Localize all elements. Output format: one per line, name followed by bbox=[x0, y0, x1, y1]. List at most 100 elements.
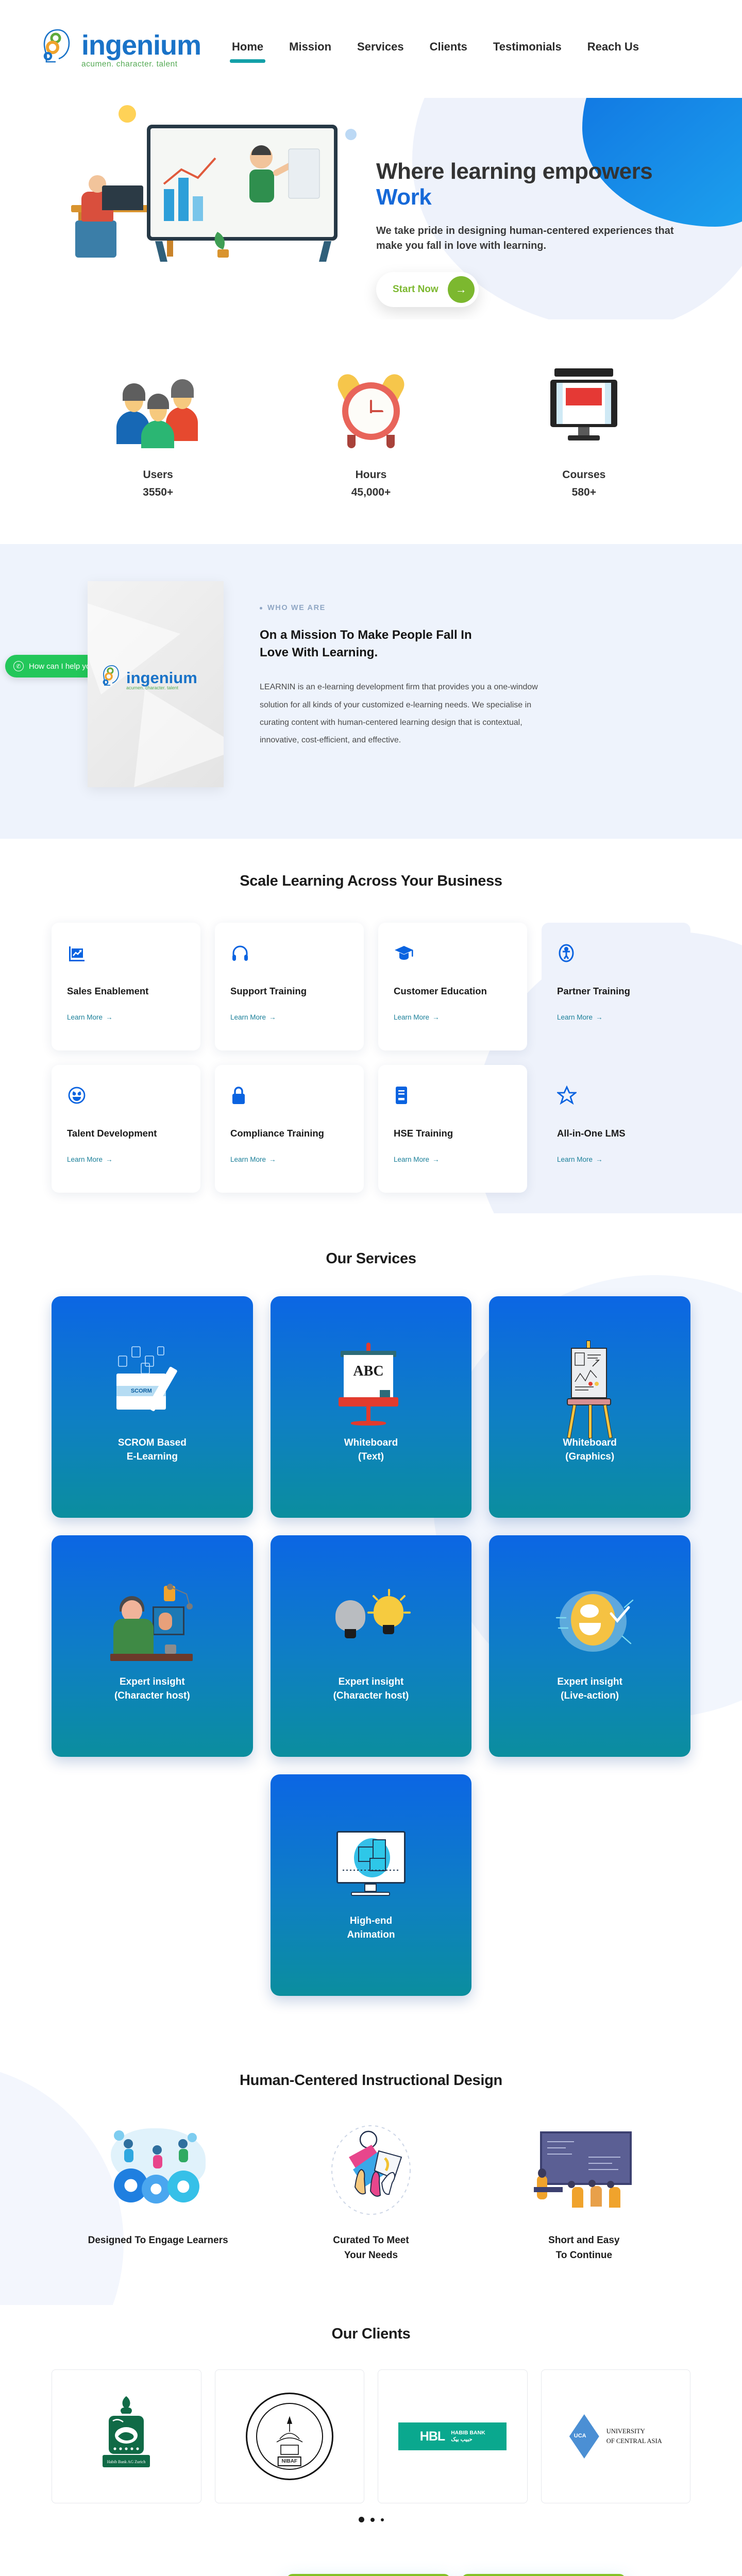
scale-card-all-in-one-lms[interactable]: All-in-One LMS Learn More→ bbox=[542, 1065, 690, 1193]
scale-learning-section: Scale Learning Across Your Business Sale… bbox=[0, 839, 742, 1213]
nav-item-clients[interactable]: Clients bbox=[429, 40, 467, 53]
who-eyebrow: WHO WE ARE bbox=[260, 604, 589, 612]
stat-users: Users 3550+ bbox=[81, 339, 235, 499]
service-card-expert-insight-live[interactable]: Expert insight(Live-action) bbox=[489, 1535, 690, 1757]
hero-subtitle: We take pride in designing human-centere… bbox=[376, 225, 674, 251]
nav-item-testimonials[interactable]: Testimonials bbox=[493, 40, 562, 53]
scale-card-customer-education[interactable]: Customer Education Learn More→ bbox=[378, 923, 527, 1050]
ingenium-head-gears-icon bbox=[40, 27, 77, 71]
carousel-dot-3[interactable] bbox=[380, 2518, 384, 2521]
uca-mark: UCA bbox=[574, 2433, 586, 2439]
arrow-right-icon: → bbox=[269, 1155, 276, 1163]
scale-card-title: Talent Development bbox=[67, 1128, 157, 1139]
scorm-art-icon: SCORM bbox=[103, 1341, 201, 1423]
clients-carousel-dots[interactable] bbox=[52, 2517, 690, 2522]
learn-more-link[interactable]: Learn More→ bbox=[67, 1155, 113, 1163]
carousel-dot-2[interactable] bbox=[370, 2517, 375, 2522]
learn-more-link[interactable]: Learn More→ bbox=[557, 1013, 603, 1021]
arrow-right-icon: → bbox=[447, 276, 475, 303]
logo-tagline: acumen. character. talent bbox=[81, 60, 178, 69]
graduation-cap-icon bbox=[394, 943, 512, 966]
scale-card-title: Support Training bbox=[230, 986, 307, 996]
headphones-icon bbox=[230, 943, 348, 966]
character-animation-art-icon bbox=[103, 1580, 201, 1662]
who-paragraph: LEARNIN is an e-learning development fir… bbox=[260, 683, 538, 745]
nibaf-seal-icon: NIBAF bbox=[245, 2393, 333, 2480]
learn-more-link[interactable]: Learn More→ bbox=[230, 1155, 276, 1163]
nav-item-home[interactable]: Home bbox=[230, 13, 266, 84]
scale-card-sales-enablement[interactable]: Sales Enablement Learn More→ bbox=[52, 923, 200, 1050]
nav-item-reach-us[interactable]: Reach Us bbox=[587, 40, 639, 53]
learn-more-link[interactable]: Learn More→ bbox=[557, 1155, 603, 1163]
hero-title-highlight: Work bbox=[376, 184, 432, 210]
blog-card-hasanain[interactable]: Hasanain R. BadamiOn Medium Read More bbox=[286, 2574, 450, 2576]
learn-more-link[interactable]: Learn More→ bbox=[394, 1013, 440, 1021]
arrow-right-icon: → bbox=[596, 1013, 603, 1021]
scale-card-partner-training[interactable]: Partner Training Learn More→ bbox=[542, 923, 690, 1050]
clients-logo-grid: Habib Bank AG Zurich NIBAF bbox=[52, 2369, 690, 2503]
nav-links: Home Mission Services Clients Testimonia… bbox=[230, 0, 641, 98]
scale-card-hse-training[interactable]: HSE Training Learn More→ bbox=[378, 1065, 527, 1193]
who-image-logo: ingenium acumen. character. talent bbox=[101, 664, 197, 690]
client-logo-uca[interactable]: UCA UNIVERSITY OF CENTRAL ASIA bbox=[541, 2369, 690, 2503]
coin-face-art-icon bbox=[541, 1580, 639, 1662]
stat-value: 3550+ bbox=[143, 486, 174, 498]
hcid-section-title: Human-Centered Instructional Design bbox=[240, 2072, 502, 2089]
whatsapp-icon: ✆ bbox=[13, 661, 24, 671]
clients-section-title: Our Clients bbox=[331, 2326, 411, 2342]
book-icon bbox=[394, 1086, 512, 1108]
scale-card-compliance-training[interactable]: Compliance Training Learn More→ bbox=[215, 1065, 364, 1193]
learn-more-link[interactable]: Learn More→ bbox=[394, 1155, 440, 1163]
accessibility-icon bbox=[557, 943, 675, 966]
stat-label: Courses bbox=[562, 469, 606, 481]
monitor-course-icon bbox=[507, 339, 661, 448]
carousel-dot-1[interactable] bbox=[358, 2517, 364, 2522]
whiteboard-graphics-art-icon bbox=[541, 1341, 639, 1439]
who-heading: On a Mission To Make People Fall In Love… bbox=[260, 628, 472, 659]
who-eyebrow-label: WHO WE ARE bbox=[267, 604, 326, 612]
learn-more-link[interactable]: Learn More→ bbox=[230, 1013, 276, 1021]
who-we-are-image: ingenium acumen. character. talent bbox=[88, 581, 224, 787]
client-logo-nibaf[interactable]: NIBAF bbox=[214, 2369, 364, 2503]
people-icon bbox=[81, 339, 235, 448]
scale-card-title: Compliance Training bbox=[230, 1128, 324, 1139]
blog-card-rajlain[interactable]: Rajlain H. QaziOn Medium Read More bbox=[462, 2574, 626, 2576]
scale-card-support-training[interactable]: Support Training Learn More→ bbox=[215, 923, 364, 1050]
scale-card-talent-development[interactable]: Talent Development Learn More→ bbox=[52, 1065, 200, 1193]
uca-logo-icon: UCA UNIVERSITY OF CENTRAL ASIA bbox=[569, 2414, 662, 2459]
learn-more-link[interactable]: Learn More→ bbox=[67, 1013, 113, 1021]
client-logo-habib-bank-ag-zurich[interactable]: Habib Bank AG Zurich bbox=[52, 2369, 201, 2503]
service-card-whiteboard-graphics[interactable]: Whiteboard(Graphics) bbox=[489, 1296, 690, 1518]
bullet-dot-icon bbox=[260, 606, 262, 609]
service-card-label: Expert insight(Character host) bbox=[333, 1676, 409, 1701]
arrow-right-icon: → bbox=[432, 1155, 440, 1163]
nav-item-services[interactable]: Services bbox=[357, 40, 404, 53]
hero-start-now-button[interactable]: Start Now → bbox=[376, 272, 479, 307]
hero-section: Where learning empowers Work We take pri… bbox=[0, 98, 742, 319]
scale-card-title: Customer Education bbox=[394, 986, 487, 996]
service-card-character-animation[interactable]: Expert insight(Character host) bbox=[52, 1535, 253, 1757]
nav-item-mission[interactable]: Mission bbox=[289, 40, 332, 53]
alarm-clock-icon bbox=[294, 339, 448, 448]
logo-wordmark: ingenium bbox=[81, 29, 201, 61]
hands-reaching-art-icon bbox=[264, 2116, 477, 2229]
stat-label: Users bbox=[143, 469, 173, 481]
site-logo[interactable]: ingenium acumen. character. talent bbox=[40, 27, 201, 71]
service-card-expert-insight-character[interactable]: Expert insight(Character host) bbox=[270, 1535, 472, 1757]
service-card-whiteboard-text[interactable]: ABC Whiteboard(Text) bbox=[270, 1296, 472, 1518]
smiley-face-icon bbox=[67, 1086, 185, 1108]
scale-card-title: HSE Training bbox=[394, 1128, 453, 1139]
star-icon bbox=[557, 1086, 675, 1108]
scale-card-title: Sales Enablement bbox=[67, 986, 149, 996]
